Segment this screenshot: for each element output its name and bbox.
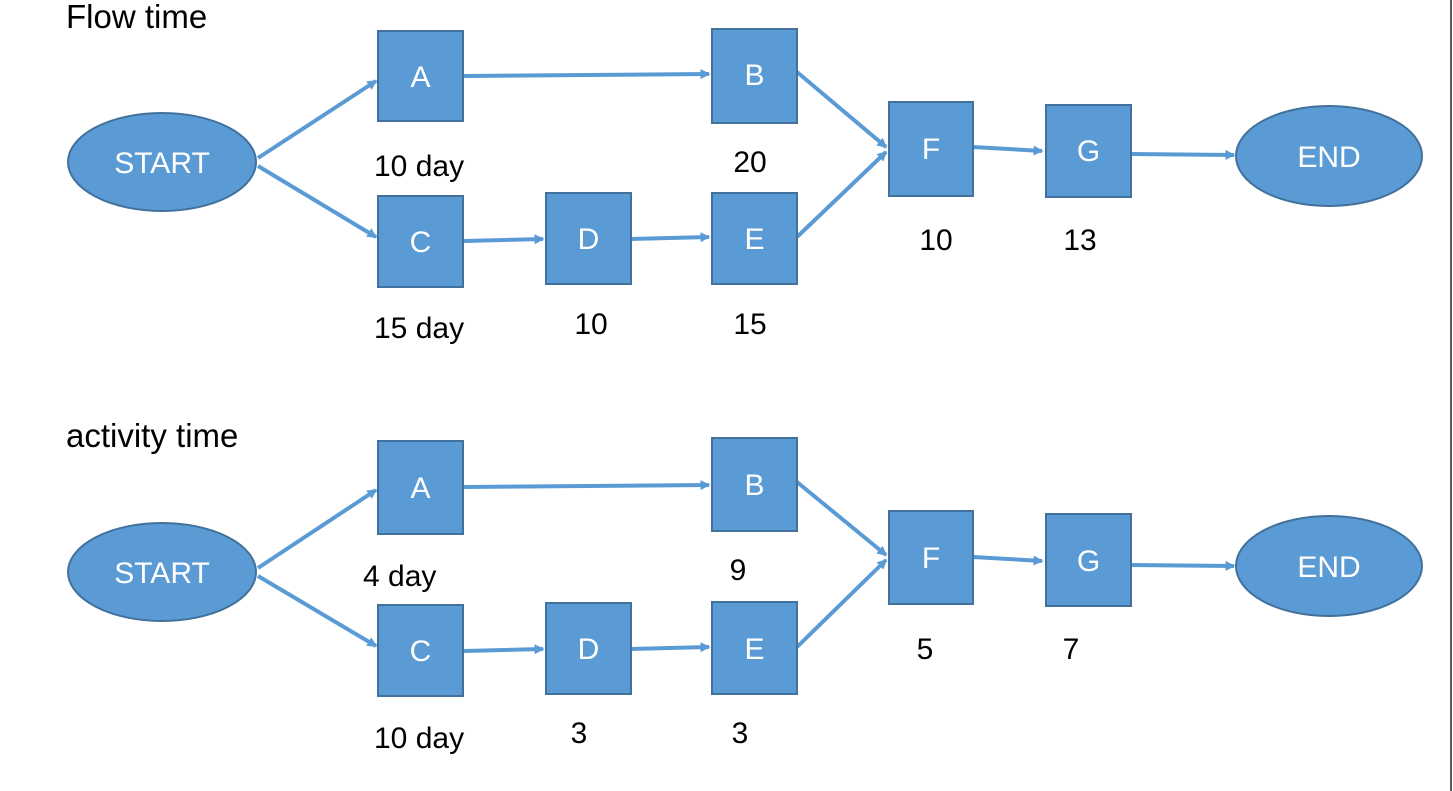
node-d-label: D	[578, 223, 600, 256]
node-e-label: E	[744, 223, 764, 256]
node-b: B	[711, 28, 798, 124]
node-f-label: F	[922, 133, 940, 166]
start-node-label: START	[114, 147, 210, 180]
flow-time-diagram: Flow time START A B C	[66, 0, 1423, 345]
edge-f-g	[972, 555, 1044, 566]
time-b: 9	[730, 554, 747, 587]
node-a-label: A	[410, 472, 430, 505]
node-b-label: B	[744, 469, 764, 502]
time-f: 5	[917, 633, 934, 666]
time-e: 3	[732, 717, 749, 750]
edge-d-e	[630, 232, 711, 243]
node-c: C	[377, 604, 464, 697]
time-g: 13	[1063, 224, 1096, 257]
edge-start-c	[256, 164, 378, 239]
activity-time-edges	[256, 480, 1236, 655]
time-b: 20	[733, 146, 766, 179]
edge-start-c	[256, 574, 378, 648]
node-e: E	[711, 192, 798, 285]
node-c: C	[377, 195, 464, 288]
node-g-label: G	[1077, 135, 1100, 168]
edge-c-d	[463, 644, 545, 655]
node-b: B	[711, 437, 798, 532]
time-c: 15 day	[374, 312, 464, 345]
time-e: 15	[733, 308, 766, 341]
activity-time-heading: activity time	[66, 417, 238, 454]
time-a: 10 day	[374, 150, 464, 183]
edge-b-f	[795, 480, 888, 557]
time-c: 10 day	[374, 722, 464, 755]
end-node-label: END	[1297, 141, 1360, 174]
edge-a-b	[463, 69, 711, 80]
edge-g-end	[1130, 149, 1236, 160]
node-a-label: A	[410, 61, 430, 94]
node-c-label: C	[410, 635, 432, 668]
start-node-label: START	[114, 557, 210, 590]
node-g: G	[1045, 513, 1132, 607]
end-node: END	[1235, 105, 1423, 207]
edge-g-end	[1130, 560, 1236, 571]
time-d: 3	[571, 717, 588, 750]
edge-c-d	[463, 234, 545, 245]
edge-e-f	[795, 558, 888, 649]
start-node: START	[67, 112, 257, 212]
node-e-label: E	[744, 633, 764, 666]
node-g: G	[1045, 104, 1132, 198]
activity-time-diagram: activity time START A B C	[66, 417, 1423, 755]
node-d: D	[545, 602, 632, 695]
node-c-label: C	[410, 226, 432, 259]
node-f-label: F	[922, 542, 940, 575]
node-a: A	[377, 30, 464, 122]
node-f: F	[888, 510, 974, 605]
node-d-label: D	[578, 633, 600, 666]
node-e: E	[711, 601, 798, 695]
node-d: D	[545, 192, 632, 285]
node-a: A	[377, 440, 464, 535]
flow-time-heading: Flow time	[66, 0, 207, 35]
node-f: F	[888, 101, 974, 197]
edge-f-g	[972, 145, 1044, 156]
flow-time-edges	[256, 69, 1236, 245]
time-f: 10	[919, 224, 952, 257]
time-g: 7	[1063, 633, 1080, 666]
node-g-label: G	[1077, 545, 1100, 578]
time-d: 10	[574, 308, 607, 341]
end-node-label: END	[1297, 551, 1360, 584]
end-node: END	[1235, 515, 1423, 617]
edge-start-a	[256, 79, 378, 160]
time-a: 4 day	[363, 560, 436, 593]
node-b-label: B	[744, 59, 764, 92]
edge-e-f	[795, 150, 888, 239]
edge-start-a	[256, 488, 378, 570]
edge-a-b	[463, 480, 711, 491]
edge-d-e	[630, 642, 711, 653]
edge-b-f	[795, 70, 888, 149]
start-node: START	[67, 522, 257, 622]
page-right-border	[1450, 0, 1452, 791]
